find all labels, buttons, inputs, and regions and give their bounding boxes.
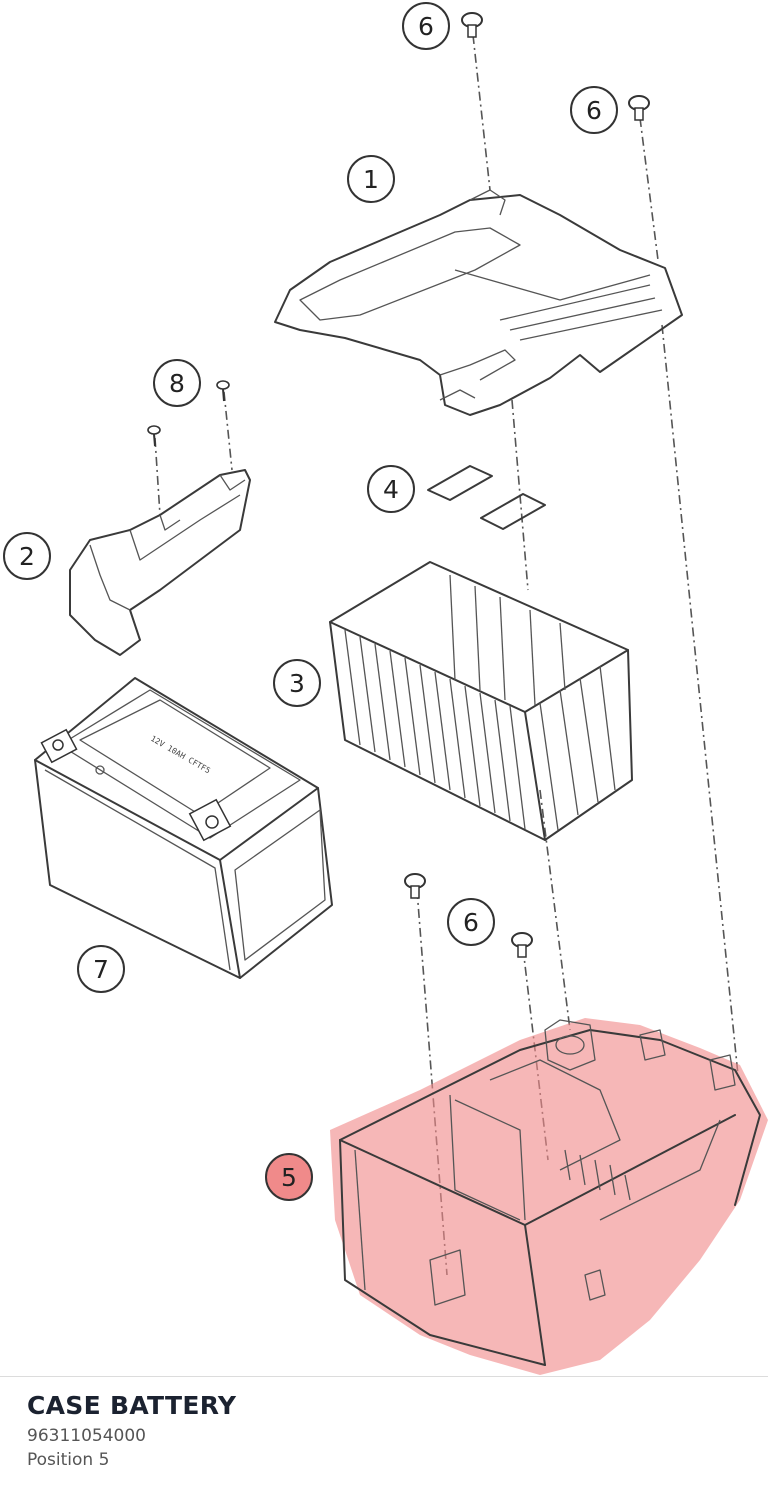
callout-6-top[interactable]: 6 bbox=[402, 2, 450, 50]
svg-text:3: 3 bbox=[289, 669, 305, 698]
callout-4[interactable]: 4 bbox=[367, 465, 415, 513]
bracket-part-8-2 bbox=[69, 469, 251, 656]
callout-6-right[interactable]: 6 bbox=[570, 86, 618, 134]
part-position: Position 5 bbox=[27, 1450, 110, 1470]
cover-part-1 bbox=[274, 189, 683, 416]
basket-part-3 bbox=[329, 561, 633, 841]
callout-1[interactable]: 1 bbox=[347, 155, 395, 203]
info-divider bbox=[0, 1376, 768, 1377]
callout-3[interactable]: 3 bbox=[273, 659, 321, 707]
svg-text:6: 6 bbox=[463, 908, 479, 937]
exploded-parts-diagram: .ln { fill: none; stroke: #3a3a3a; strok… bbox=[3, 2, 768, 1375]
svg-text:8: 8 bbox=[169, 369, 185, 398]
part-number: 96311054000 bbox=[27, 1426, 146, 1446]
screw-part-6-lower-right bbox=[511, 932, 533, 958]
screw-part-6-lower-left bbox=[404, 873, 426, 899]
case-highlight-region bbox=[330, 1018, 768, 1375]
svg-text:2: 2 bbox=[19, 542, 35, 571]
pads-part-4 bbox=[427, 465, 546, 530]
callout-8[interactable]: 8 bbox=[153, 359, 201, 407]
callout-6-lower[interactable]: 6 bbox=[447, 898, 495, 946]
screw-part-6-right bbox=[628, 95, 650, 121]
battery-case-part-5-highlighted bbox=[330, 1018, 768, 1375]
callout-7[interactable]: 7 bbox=[77, 945, 125, 993]
callout-2[interactable]: 2 bbox=[3, 532, 51, 580]
screw-part-6-top bbox=[461, 12, 483, 38]
battery-part-7: 12V 10AH CFTF5 bbox=[34, 677, 333, 979]
callout-5-selected[interactable]: 5 bbox=[265, 1153, 313, 1201]
svg-text:1: 1 bbox=[363, 165, 379, 194]
screw-part-8-right bbox=[216, 380, 230, 402]
svg-text:6: 6 bbox=[586, 96, 602, 125]
svg-text:6: 6 bbox=[418, 12, 434, 41]
part-title: CASE BATTERY bbox=[27, 1391, 237, 1420]
svg-text:4: 4 bbox=[383, 475, 399, 504]
svg-text:7: 7 bbox=[93, 955, 109, 984]
part-info-panel: CASE BATTERY 96311054000 Position 5 bbox=[27, 1388, 747, 1472]
svg-text:5: 5 bbox=[281, 1163, 297, 1192]
screw-part-8-left bbox=[147, 425, 161, 447]
battery-marking-text: 12V 10AH CFTF5 bbox=[149, 734, 212, 776]
